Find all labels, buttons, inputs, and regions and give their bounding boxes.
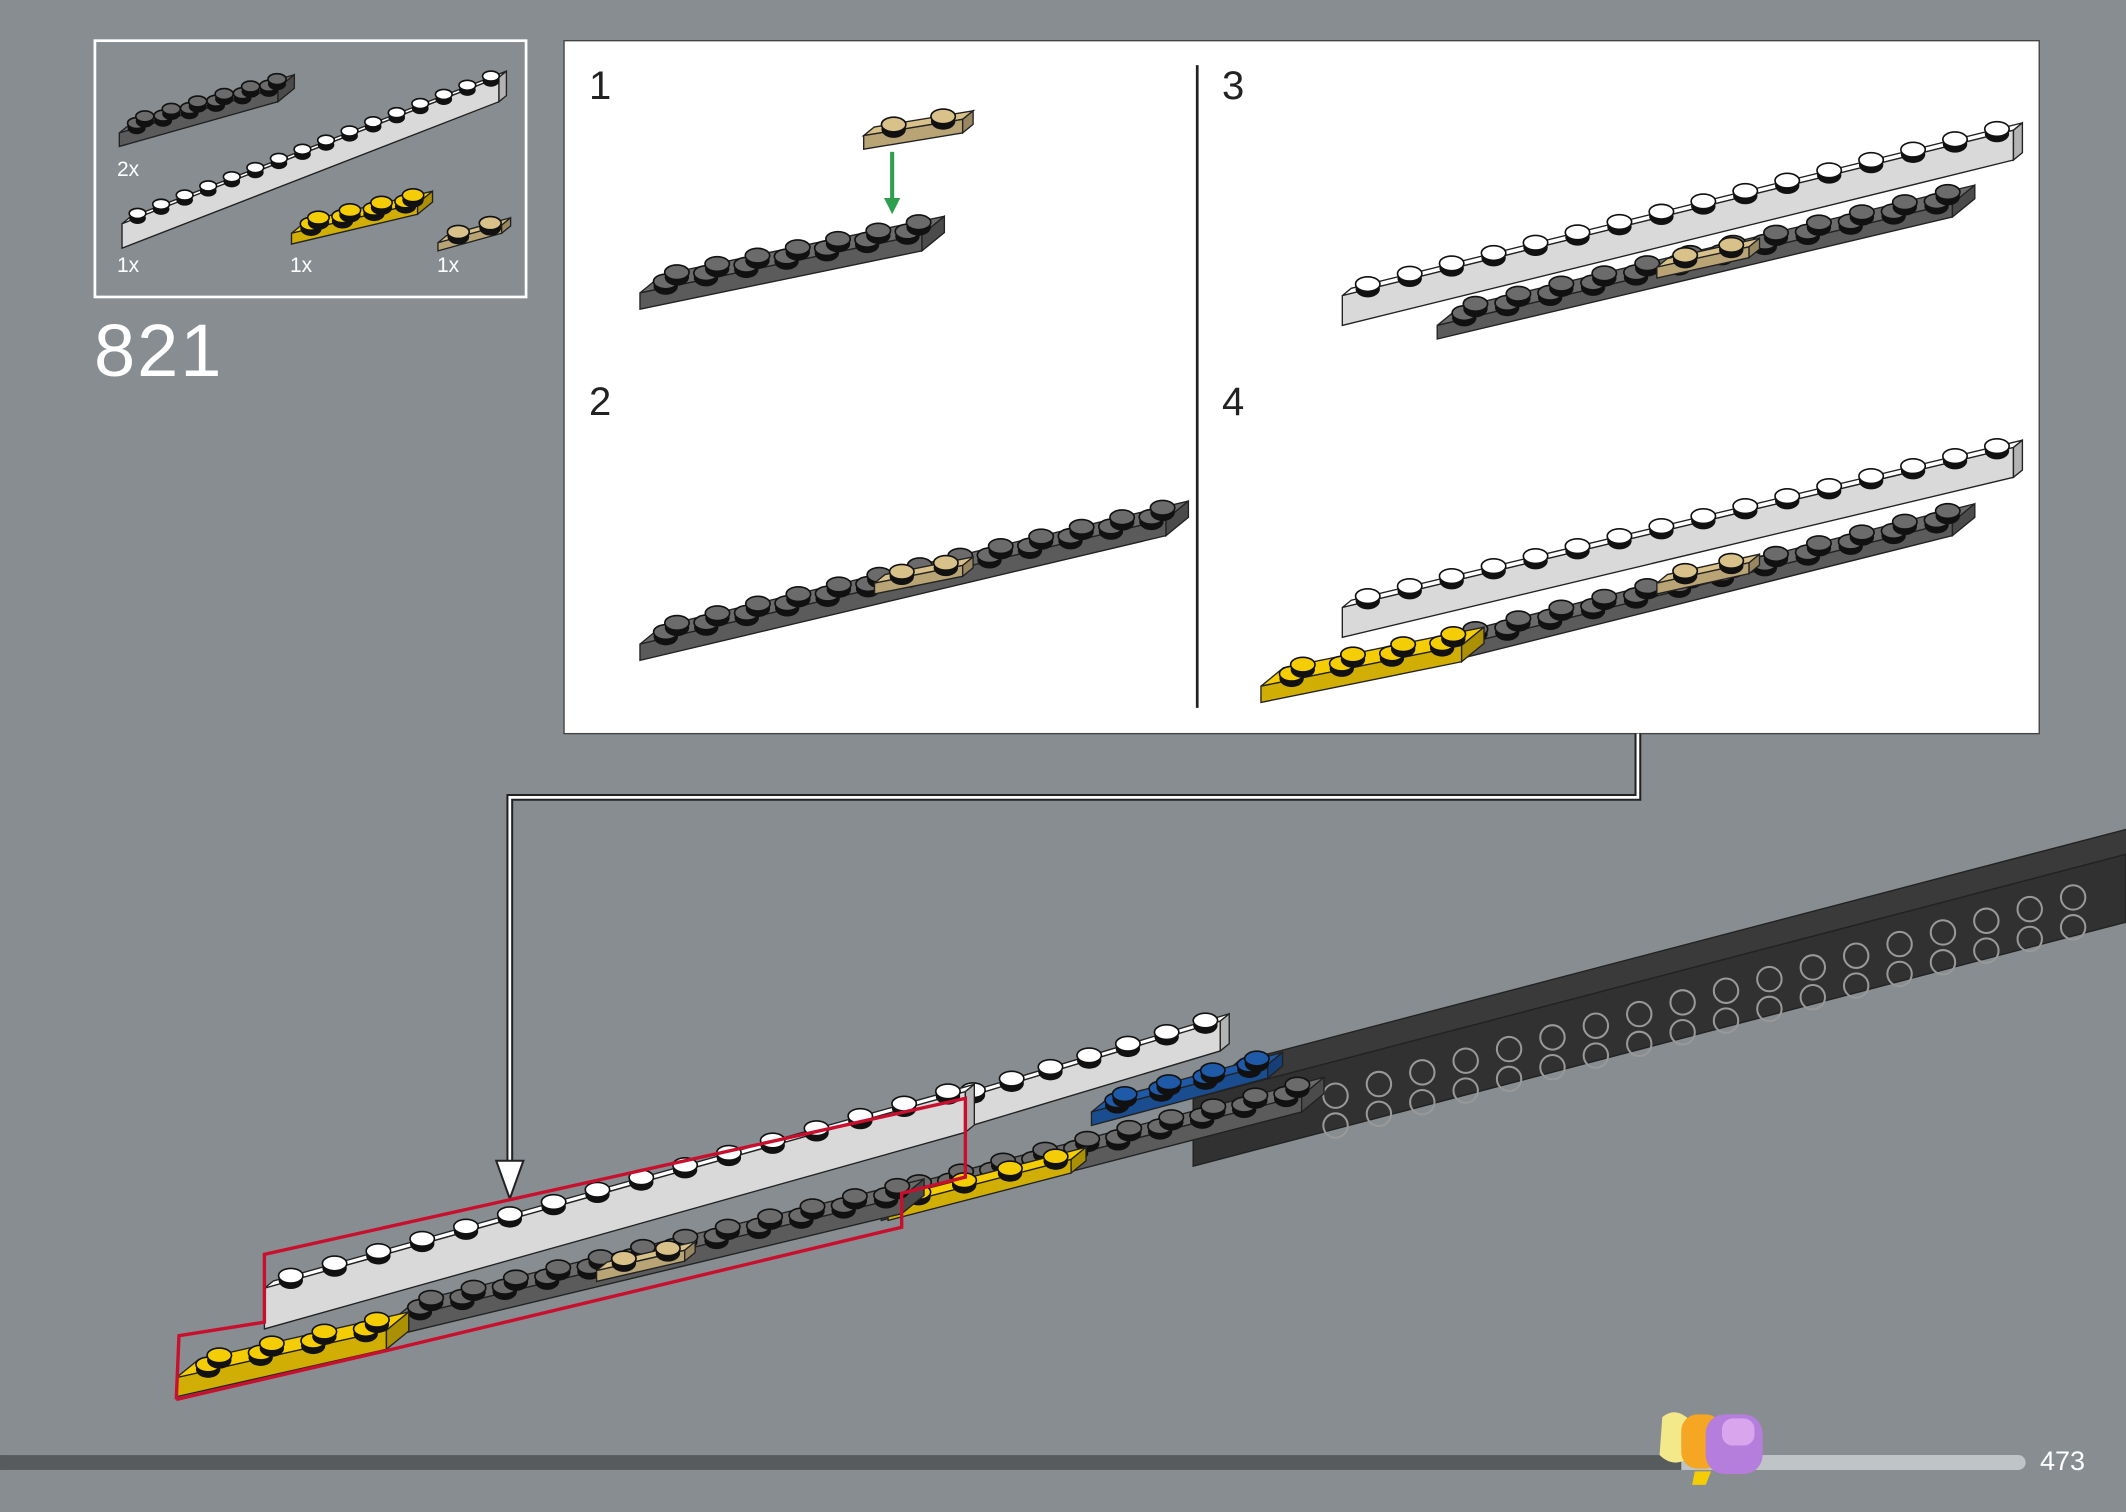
- technic-hole-icon: [1409, 1088, 1436, 1116]
- sub-step-label: 2: [589, 380, 612, 424]
- technic-hole-icon: [2016, 925, 2043, 953]
- step3-white-brick: [1341, 120, 2024, 327]
- model-highlight-yellow: [175, 1310, 410, 1398]
- parts-list-box: [93, 39, 528, 299]
- part-quantity: 2x: [117, 158, 140, 181]
- technic-hole-icon: [1365, 1100, 1393, 1128]
- step1-tan-plate: [861, 108, 976, 150]
- technic-hole-icon: [1582, 1042, 1610, 1069]
- page-number: 473: [2040, 1446, 2086, 1476]
- sub-steps-panel: [563, 40, 2040, 735]
- part-tan-plate: [437, 215, 512, 252]
- step3-tan-plate: [1656, 236, 1761, 279]
- technic-hole-icon: [1973, 937, 2000, 964]
- technic-hole-icon: [1712, 1007, 1740, 1034]
- part-quantity: 1x: [117, 254, 140, 277]
- sub-step-label: 1: [589, 64, 612, 108]
- technic-hole-icon: [1929, 949, 1957, 976]
- sub-step-label: 4: [1222, 380, 1245, 424]
- technic-hole-icon: [1756, 995, 1783, 1023]
- callout-arrowhead: [494, 1159, 525, 1202]
- step2-tan-plate: [873, 554, 974, 595]
- sub-step-label: 3: [1222, 64, 1245, 108]
- technic-hole-icon: [1452, 1077, 1479, 1104]
- part-yellow-plate: [290, 188, 434, 245]
- callout-connector: [506, 733, 1642, 1180]
- technic-hole-icon: [1669, 1019, 1696, 1046]
- technic-hole-icon: [1322, 1112, 1349, 1139]
- technic-hole-icon: [1626, 1030, 1653, 1058]
- arrowhead-icon: [884, 197, 901, 215]
- step-number: 821: [94, 309, 224, 392]
- step4-tan-plate: [1656, 552, 1761, 595]
- technic-hole-icon: [2059, 914, 2087, 941]
- part-quantity: 1x: [437, 254, 460, 277]
- model-white-brick: [948, 1012, 1230, 1134]
- progress-fill: [0, 1455, 1682, 1470]
- technic-hole-icon: [1799, 984, 1827, 1011]
- technic-hole-icon: [1495, 1065, 1523, 1093]
- mascot-icon: [1659, 1412, 1763, 1485]
- technic-hole-icon: [1842, 972, 1870, 999]
- part-white-brick: [121, 69, 508, 250]
- part-quantity: 1x: [290, 254, 313, 277]
- technic-hole-icon: [1886, 960, 1913, 988]
- step4-yellow-plate: [1260, 625, 1485, 704]
- step1-dark-plate: [639, 214, 946, 311]
- model-blue-plate: [1090, 1050, 1284, 1127]
- step4-white-brick: [1341, 437, 2024, 639]
- model-highlight-tan: [595, 1240, 696, 1283]
- new-parts-highlight-outline: [174, 1096, 968, 1402]
- technic-hole-icon: [1539, 1053, 1566, 1081]
- part-dark-plate: [118, 72, 296, 148]
